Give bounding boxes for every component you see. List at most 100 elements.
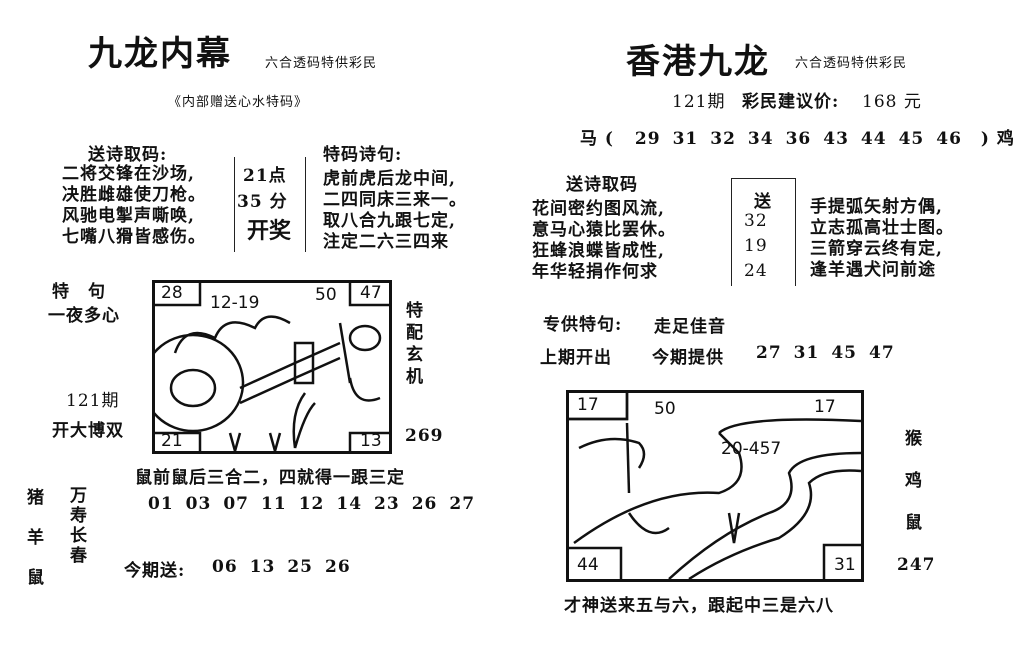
number: 45 xyxy=(831,343,858,363)
char: 鼠 xyxy=(905,513,922,533)
right-poem: 花间密约图风流, 意马心猿比罢休。 狂蜂浪蝶皆成性, 年华轻捐作何求 xyxy=(532,199,676,283)
gift-number: 32 xyxy=(744,211,768,231)
right-poem-heading: 送诗取码 xyxy=(566,175,638,195)
char: 猴 xyxy=(905,429,922,449)
drawing-label: 17 xyxy=(814,397,836,417)
char: 特 xyxy=(406,301,423,321)
number: 36 xyxy=(785,129,812,149)
left-poem: 二将交锋在沙场, 决胜雌雄使刀枪。 风驰电掣声嘶唤, 七嘴八猾皆感伤。 xyxy=(62,164,206,248)
number: 13 xyxy=(249,557,276,577)
poem-line: 二四同床三来一。 xyxy=(323,190,467,210)
right-title: 香港九龙 xyxy=(626,42,770,82)
poem-line: 立志孤高壮士图。 xyxy=(810,218,954,238)
drawing-label: 20-457 xyxy=(721,439,782,459)
right-verse: 才神送来五与六，跟起中三是六八 xyxy=(564,596,834,616)
range-end: ) 鸡 xyxy=(980,129,1015,149)
char: 鸡 xyxy=(905,471,922,491)
zodiac-list: 猪 羊 鼠 xyxy=(27,478,44,598)
poem-line: 狂蜂浪蝶皆成性, xyxy=(532,241,665,261)
number: 34 xyxy=(747,129,774,149)
draw-time-box: 21点 35 分 开奖 xyxy=(234,157,306,252)
char: 玄 xyxy=(406,345,423,365)
poem-line: 二将交锋在沙场, xyxy=(62,164,195,184)
draw-minute: 35 分 xyxy=(237,192,288,212)
number: 14 xyxy=(336,494,363,514)
number: 27 xyxy=(449,494,476,514)
number: 47 xyxy=(869,343,895,363)
drawing-label: 12-19 xyxy=(210,293,260,313)
right-side-number: 247 xyxy=(897,555,936,575)
number: 23 xyxy=(374,494,400,514)
poem-line: 花间密约图风流, xyxy=(532,199,665,219)
number: 07 xyxy=(223,494,250,514)
left-verse: 鼠前鼠后三合二，四就得一跟三定 xyxy=(135,468,405,488)
number: 32 xyxy=(710,129,736,149)
number: 31 xyxy=(672,129,699,149)
left-drawing: 28 12-19 50 47 21 13 xyxy=(152,280,392,454)
range-start: 马 ( xyxy=(580,129,614,149)
gift-number: 24 xyxy=(744,261,768,281)
number: 26 xyxy=(325,557,351,577)
right-issue: 121期 xyxy=(672,92,726,112)
poem-line: 决胜雌雄使刀枪。 xyxy=(62,185,206,205)
poem-line: 虎前虎后龙中间, xyxy=(323,169,456,189)
draw-hour: 21点 xyxy=(243,166,287,186)
right-subtitle: 六合透码特供彩民 xyxy=(795,56,908,71)
drawing-label: 31 xyxy=(834,555,856,575)
poem-line: 逢羊遇犬问前途 xyxy=(810,260,936,280)
number: 45 xyxy=(898,129,925,149)
drawing-label: 47 xyxy=(360,283,382,303)
right-drawing: 17 50 17 20-457 44 31 xyxy=(566,390,864,582)
price-label: 彩民建议价: xyxy=(742,92,840,112)
zodiac: 羊 xyxy=(27,528,44,548)
number: 44 xyxy=(860,129,887,149)
number: 06 xyxy=(212,557,238,577)
special-heading: 特码诗句: xyxy=(323,145,403,165)
number: 46 xyxy=(936,129,962,149)
char: 春 xyxy=(70,546,87,566)
poem-line: 风驰电掣声嘶唤, xyxy=(62,206,195,226)
provide-label: 今期提供 xyxy=(652,348,724,368)
left-issue: 121期 xyxy=(66,391,120,411)
this-issue-label: 今期送: xyxy=(124,561,186,581)
left-side-vertical: 特 配 玄 机 xyxy=(406,300,423,388)
drawing-label: 50 xyxy=(654,399,676,419)
gift-number: 19 xyxy=(744,236,768,256)
drawing-label: 44 xyxy=(577,555,599,575)
drawing-label: 50 xyxy=(315,285,337,305)
te-ju: 一夜多心 xyxy=(48,306,120,326)
number: 27 xyxy=(756,343,782,363)
number: 12 xyxy=(298,494,325,514)
number: 29 xyxy=(634,129,661,149)
char: 机 xyxy=(406,367,423,387)
poem-line: 三箭穿云终有定, xyxy=(810,239,943,259)
poem-line: 取八合九跟七定, xyxy=(323,211,456,231)
price: 168 元 xyxy=(862,92,922,112)
sketch-illustration xyxy=(569,393,861,579)
poem-line: 年华轻捐作何求 xyxy=(532,262,658,282)
number: 25 xyxy=(287,557,314,577)
char: 万 xyxy=(70,486,87,506)
number: 11 xyxy=(261,494,287,514)
sketch-illustration xyxy=(155,283,389,451)
special-label: 专供特句: xyxy=(543,315,623,335)
right-poem-2: 手提弧矢射方偶, 立志孤高壮士图。 三箭穿云终有定, 逢羊遇犬问前途 xyxy=(810,197,954,281)
number: 03 xyxy=(185,494,212,514)
special-text: 走足佳音 xyxy=(654,317,726,337)
char: 寿 xyxy=(70,506,87,526)
last-issue-label: 上期开出 xyxy=(540,348,612,368)
poem-line: 手提弧矢射方偶, xyxy=(810,197,943,217)
zodiac: 鼠 xyxy=(27,568,44,588)
blessing: 万 寿 长 春 xyxy=(70,486,87,566)
range-row: 马 ( 29 31 32 34 36 43 44 45 46 ) 鸡 xyxy=(580,124,1015,149)
number: 01 xyxy=(148,494,174,514)
poem-line: 意马心猿比罢休。 xyxy=(532,220,676,240)
number: 43 xyxy=(823,129,849,149)
number: 26 xyxy=(411,494,438,514)
zodiac: 猪 xyxy=(27,488,44,508)
drawing-label: 13 xyxy=(360,431,382,451)
left-subtitle: 六合透码特供彩民 xyxy=(265,56,378,71)
left-numbers: 01 03 07 11 12 14 23 26 27 xyxy=(148,494,487,514)
left-poem-heading: 送诗取码: xyxy=(88,145,168,165)
